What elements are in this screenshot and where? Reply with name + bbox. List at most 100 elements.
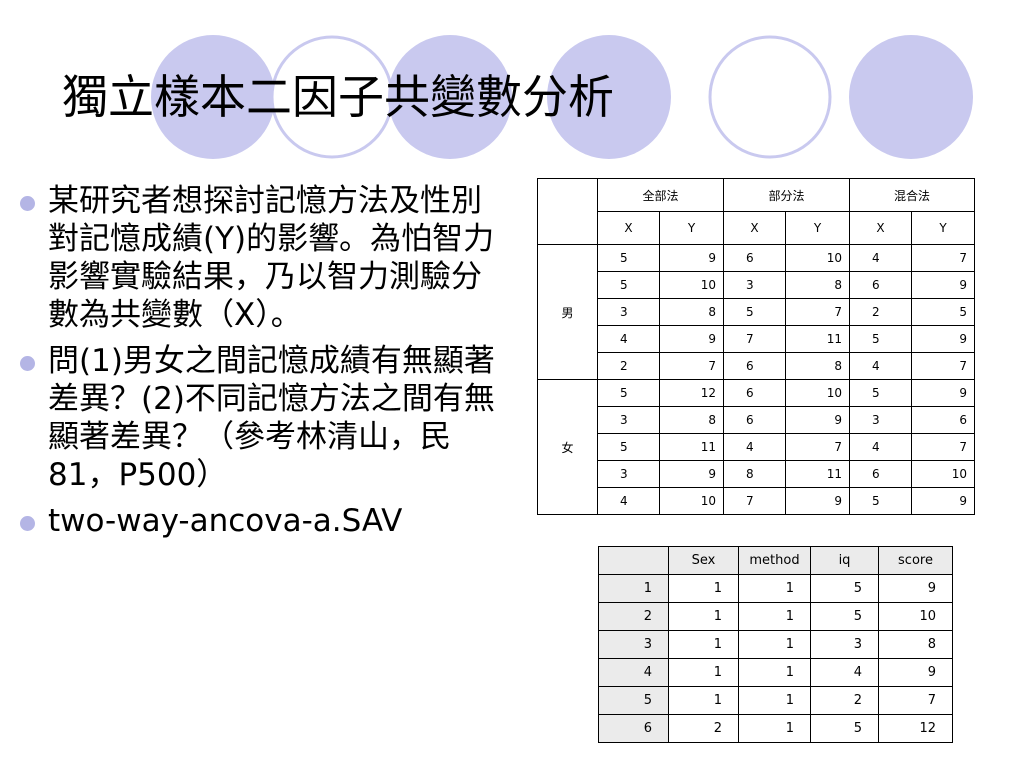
- table-cell: 5: [597, 271, 660, 299]
- spss-row-number[interactable]: 3: [598, 630, 669, 659]
- bullet-text: 問(1)男女之間記憶成績有無顯著差異？(2)不同記憶方法之間有無顯著差異？（參考…: [48, 343, 495, 493]
- spss-cell[interactable]: 1: [738, 630, 811, 659]
- table-row: 4 1 1 4 9: [598, 658, 953, 687]
- table-cell: 9: [911, 379, 975, 407]
- decorative-circles: [151, 35, 973, 159]
- circle-filled-2: [388, 35, 512, 159]
- spss-row-number[interactable]: 5: [598, 686, 669, 715]
- table-cell: 10: [659, 271, 724, 299]
- table-cell: 6: [723, 352, 786, 380]
- table-cell: 7: [911, 244, 975, 272]
- design-table: 全部法 部分法 混合法 X Y X Y X Y 男 5 9 6 10 4 7 5…: [537, 178, 975, 515]
- spss-cell[interactable]: 4: [810, 658, 879, 687]
- spss-cell[interactable]: 1: [738, 686, 811, 715]
- group-label: 男: [537, 244, 598, 380]
- bullet-text: two-way-ancova-a.SAV: [48, 503, 403, 539]
- spss-cell[interactable]: 1: [668, 574, 739, 603]
- spss-cell[interactable]: 10: [878, 602, 953, 631]
- table-cell: 8: [659, 298, 724, 326]
- spss-cell[interactable]: 1: [668, 658, 739, 687]
- table-cell: 8: [785, 271, 850, 299]
- table-row: 2 7 6 8 4 7: [538, 352, 975, 380]
- spss-column-header[interactable]: score: [878, 546, 953, 575]
- spss-cell[interactable]: 7: [878, 686, 953, 715]
- table-cell: 10: [659, 487, 724, 515]
- table-cell: 7: [723, 325, 786, 353]
- table-cell: 5: [723, 298, 786, 326]
- spss-cell[interactable]: 1: [668, 602, 739, 631]
- table-cell: 6: [849, 271, 912, 299]
- table-cell: 3: [849, 406, 912, 434]
- spss-cell[interactable]: 1: [738, 602, 811, 631]
- table-row: 3 1 1 3 8: [598, 630, 953, 659]
- bullet-dot-icon: [20, 196, 35, 211]
- spss-cell[interactable]: 2: [810, 686, 879, 715]
- table-cell: 9: [911, 271, 975, 299]
- table-cell: 9: [659, 244, 724, 272]
- spss-cell[interactable]: 9: [878, 574, 953, 603]
- spss-column-header[interactable]: method: [738, 546, 811, 575]
- table-row: 男 5 9 6 10 4 7: [537, 244, 975, 380]
- table-cell: 6: [723, 244, 786, 272]
- subheader-cell: Y: [659, 211, 724, 245]
- table-row: 2 1 1 5 10: [598, 602, 953, 631]
- table-row: 3 9 8 11 6 10: [538, 460, 975, 488]
- spss-cell[interactable]: 1: [738, 574, 811, 603]
- circle-outline-2: [708, 35, 832, 159]
- spss-cell[interactable]: 1: [668, 630, 739, 659]
- table-cell: 6: [723, 379, 786, 407]
- spss-row-number[interactable]: 2: [598, 602, 669, 631]
- table-row: 5 1 1 2 7: [598, 686, 953, 715]
- table-cell: 7: [659, 352, 724, 380]
- table-row: 6 2 1 5 12: [598, 714, 953, 743]
- table-cell: 5: [597, 379, 660, 407]
- subheader-cell: Y: [785, 211, 850, 245]
- table-row: 4 9 7 11 5 9: [538, 325, 975, 353]
- bullet-list: 某研究者想探討記憶方法及性別對記憶成績(Y)的影響。為怕智力影響實驗結果，乃以智…: [18, 182, 496, 548]
- table-cell: 4: [597, 325, 660, 353]
- table-row: 女 5 12 6 10 5 9: [537, 379, 975, 515]
- spss-cell[interactable]: 5: [810, 714, 879, 743]
- table-cell: 4: [597, 487, 660, 515]
- table-cell: 4: [723, 433, 786, 461]
- spss-header-row: Sex method iq score: [598, 546, 953, 575]
- table-cell: 10: [911, 460, 975, 488]
- table-cell: 2: [597, 352, 660, 380]
- spss-cell[interactable]: 1: [738, 658, 811, 687]
- spss-cell[interactable]: 12: [878, 714, 953, 743]
- spss-cell[interactable]: 1: [738, 714, 811, 743]
- table-cell: 5: [849, 487, 912, 515]
- method-header: 全部法: [597, 178, 724, 212]
- circle-filled-4: [849, 35, 973, 159]
- table-cell: 8: [723, 460, 786, 488]
- spss-cell[interactable]: 5: [810, 602, 879, 631]
- spss-column-header[interactable]: Sex: [668, 546, 739, 575]
- spss-cell[interactable]: 2: [668, 714, 739, 743]
- subheader-cell: X: [597, 211, 660, 245]
- table-row: 5 10 3 8 6 9: [538, 271, 975, 299]
- spss-cell[interactable]: 8: [878, 630, 953, 659]
- spss-cell[interactable]: 1: [668, 686, 739, 715]
- table-cell: 7: [911, 433, 975, 461]
- circle-filled-1: [151, 35, 275, 159]
- spss-cell[interactable]: 3: [810, 630, 879, 659]
- table-cell: 4: [849, 244, 912, 272]
- spss-cell[interactable]: 9: [878, 658, 953, 687]
- spss-row-number[interactable]: 6: [598, 714, 669, 743]
- table-row: 4 10 7 9 5 9: [538, 487, 975, 515]
- table-cell: 11: [659, 433, 724, 461]
- subheader-cell: X: [849, 211, 912, 245]
- spss-column-header[interactable]: iq: [810, 546, 879, 575]
- table-cell: 5: [597, 433, 660, 461]
- method-header: 混合法: [849, 178, 975, 212]
- method-header: 部分法: [723, 178, 850, 212]
- table-cell: 3: [597, 460, 660, 488]
- table-cell: 9: [785, 487, 850, 515]
- spss-row-number[interactable]: 1: [598, 574, 669, 603]
- spss-row-number[interactable]: 4: [598, 658, 669, 687]
- spss-cell[interactable]: 5: [810, 574, 879, 603]
- table-cell: 7: [785, 433, 850, 461]
- design-body: 男 5 9 6 10 4 7 5 10 3 8 6 9 3 8 5 7 2 5 …: [537, 244, 975, 515]
- table-cell: 5: [597, 244, 660, 272]
- slide-title: 獨立樣本二因子共變數分析: [62, 70, 614, 124]
